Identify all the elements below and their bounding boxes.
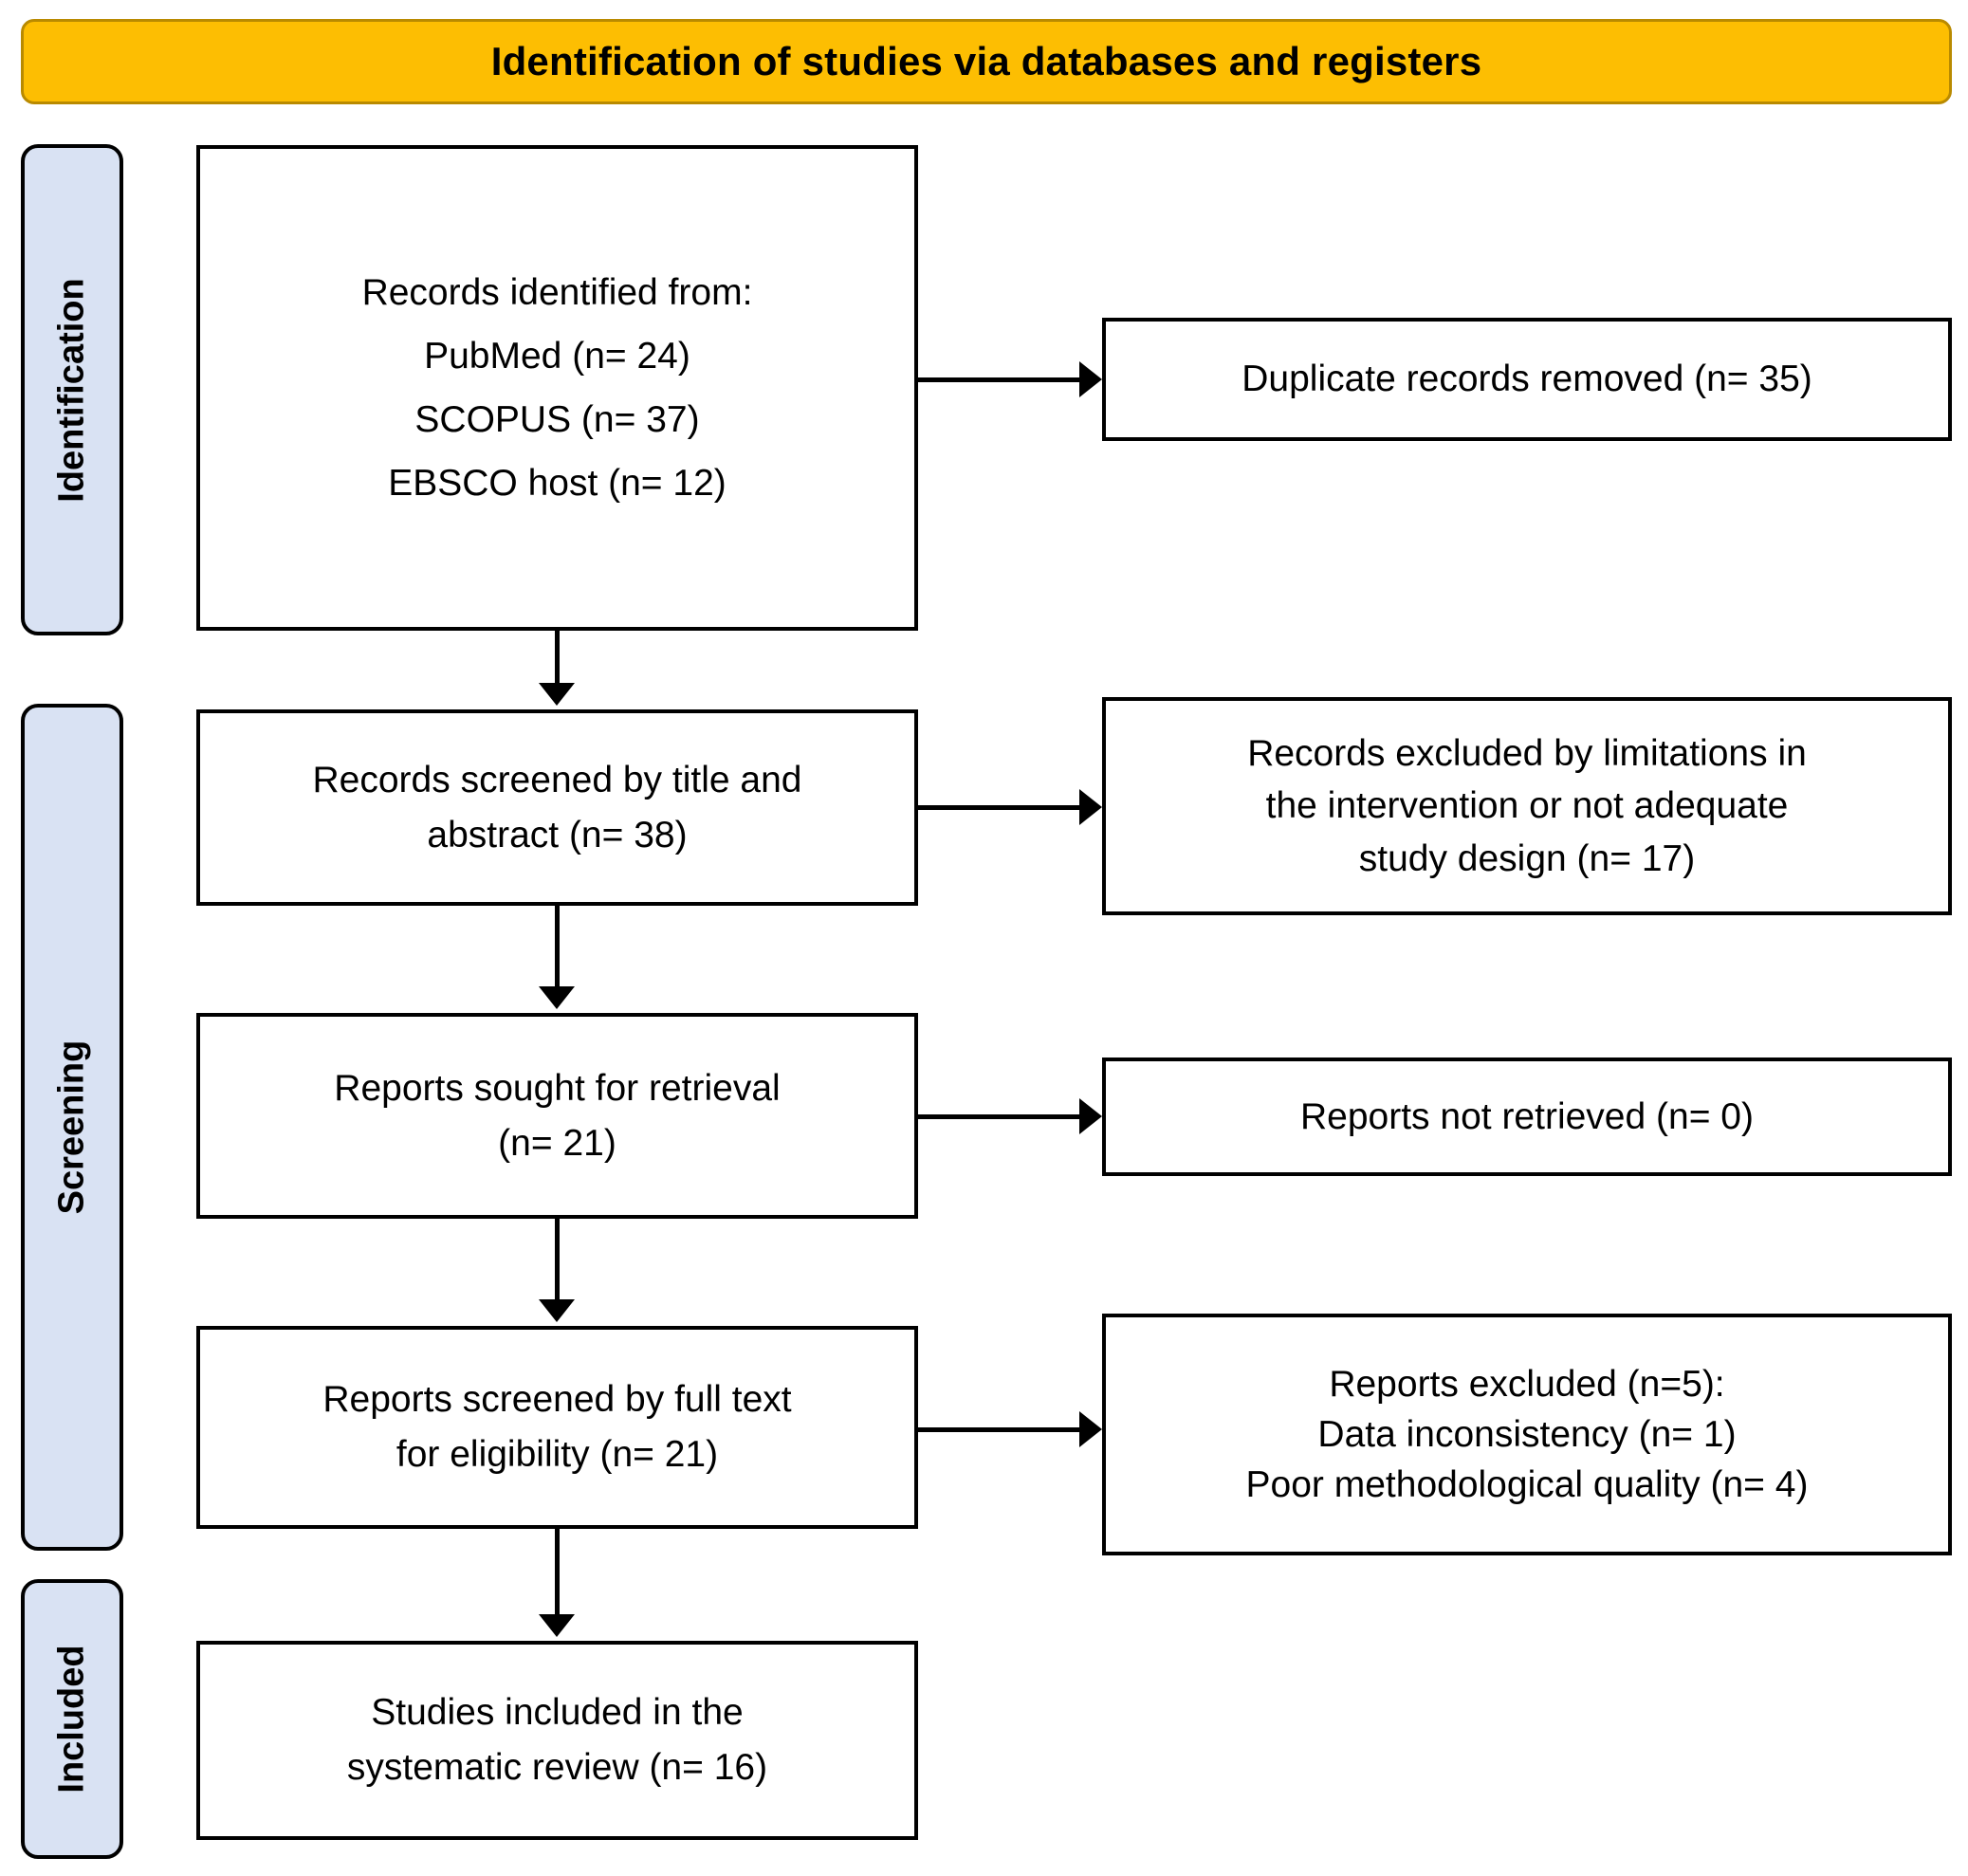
banner-title: Identification of studies via databases … — [490, 39, 1482, 83]
reports-fulltext-line-1: Reports screened by full text — [322, 1379, 792, 1421]
arrowhead-right-icon — [1079, 789, 1102, 825]
connector-fulltext-to-included — [555, 1529, 560, 1618]
reports-excluded-line-3: Poor methodological quality (n= 4) — [1245, 1464, 1809, 1506]
stage-label-included-text: Included — [51, 1645, 92, 1793]
excluded-limitations-line-3: study design (n= 17) — [1358, 837, 1696, 879]
records-identified-line-4: EBSCO host (n= 12) — [388, 463, 727, 505]
connector-identified-to-screened — [555, 631, 560, 687]
connector-identified-to-duplicates — [918, 377, 1081, 382]
reports-sought-line-1: Reports sought for retrieval — [334, 1067, 781, 1109]
box-studies-included: Studies included in the systematic revie… — [196, 1641, 918, 1840]
box-reports-excluded: Reports excluded (n=5): Data inconsisten… — [1102, 1314, 1952, 1555]
duplicates-line-1: Duplicate records removed (n= 35) — [1241, 359, 1812, 400]
arrowhead-down-icon — [539, 986, 575, 1009]
connector-fulltext-to-reports-excluded — [918, 1427, 1081, 1432]
diagram-banner: Identification of studies via databases … — [21, 19, 1952, 104]
studies-included-line-2: systematic review (n= 16) — [346, 1747, 768, 1788]
connector-screened-to-excluded-limitations — [918, 805, 1081, 810]
stage-label-included: Included — [21, 1579, 123, 1859]
box-reports-not-retrieved: Reports not retrieved (n= 0) — [1102, 1058, 1952, 1176]
box-reports-screened-full-text: Reports screened by full text for eligib… — [196, 1326, 918, 1529]
studies-included-line-1: Studies included in the — [371, 1692, 744, 1734]
records-screened-line-2: abstract (n= 38) — [427, 814, 688, 855]
stage-label-screening: Screening — [21, 704, 123, 1551]
records-identified-line-3: SCOPUS (n= 37) — [414, 399, 700, 440]
stage-label-screening-text: Screening — [51, 1039, 92, 1215]
connector-screened-to-sought — [555, 906, 560, 990]
connector-sought-to-not-retrieved — [918, 1114, 1081, 1119]
box-records-screened-title-abstract: Records screened by title and abstract (… — [196, 709, 918, 906]
reports-excluded-line-1: Reports excluded (n=5): — [1329, 1363, 1725, 1405]
records-identified-line-2: PubMed (n= 24) — [424, 335, 690, 377]
connector-sought-to-fulltext — [555, 1219, 560, 1303]
arrowhead-right-icon — [1079, 1411, 1102, 1447]
box-duplicate-records-removed: Duplicate records removed (n= 35) — [1102, 318, 1952, 441]
arrowhead-down-icon — [539, 683, 575, 706]
reports-sought-line-2: (n= 21) — [498, 1122, 616, 1164]
excluded-limitations-line-2: the intervention or not adequate — [1265, 785, 1789, 827]
arrowhead-right-icon — [1079, 361, 1102, 397]
records-screened-line-1: Records screened by title and — [312, 759, 802, 800]
box-reports-sought-for-retrieval: Reports sought for retrieval (n= 21) — [196, 1013, 918, 1219]
reports-fulltext-line-2: for eligibility (n= 21) — [395, 1434, 719, 1475]
reports-excluded-line-2: Data inconsistency (n= 1) — [1317, 1413, 1737, 1455]
box-records-excluded-limitations: Records excluded by limitations in the i… — [1102, 697, 1952, 915]
stage-label-identification-text: Identification — [51, 277, 92, 503]
arrowhead-down-icon — [539, 1614, 575, 1637]
arrowhead-right-icon — [1079, 1098, 1102, 1134]
excluded-limitations-line-1: Records excluded by limitations in — [1247, 732, 1807, 774]
records-identified-line-1: Records identified from: — [361, 271, 753, 313]
reports-not-retrieved-line-1: Reports not retrieved (n= 0) — [1300, 1095, 1754, 1137]
arrowhead-down-icon — [539, 1299, 575, 1322]
stage-label-identification: Identification — [21, 144, 123, 635]
box-records-identified: Records identified from: PubMed (n= 24) … — [196, 145, 918, 631]
